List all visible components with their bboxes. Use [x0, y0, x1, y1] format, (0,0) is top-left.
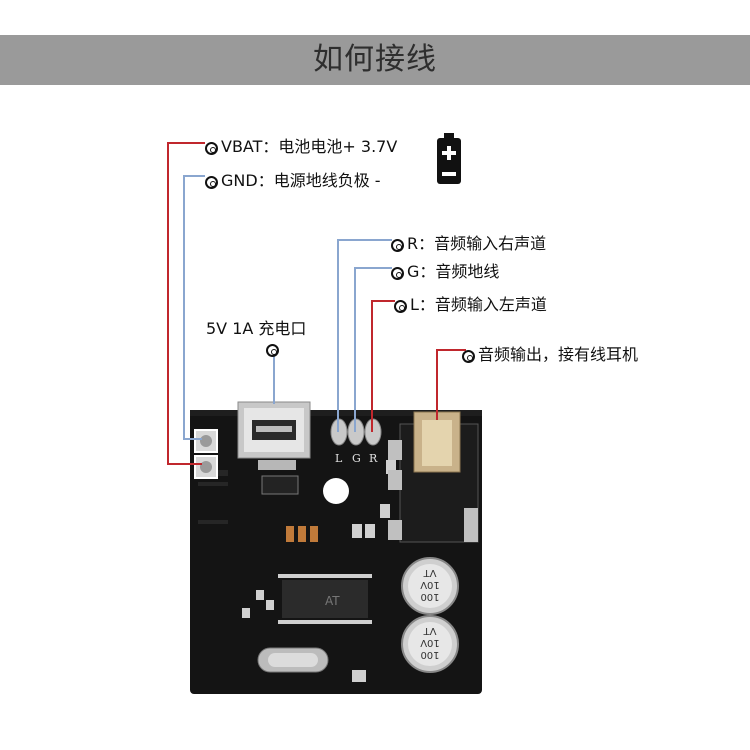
- label-charge-text: 5V 1A 充电口: [206, 319, 307, 338]
- pin-letter-g: G: [352, 452, 361, 465]
- terminal-ring-icon: [394, 300, 407, 313]
- label-charge: 5V 1A 充电口: [206, 315, 306, 339]
- wire-output: [436, 349, 466, 420]
- label-l-text: L：音频输入左声道: [410, 295, 547, 314]
- amplifier-chip: AT: [278, 574, 372, 624]
- pin-letter-r: R: [369, 452, 378, 465]
- pin-letter-l: L: [335, 452, 343, 465]
- battery-icon: [437, 133, 461, 184]
- pcb-board: L G R AT: [190, 401, 482, 694]
- terminal-ring-icon: [391, 267, 404, 280]
- label-gnd-text: GND：电源地线负极 -: [221, 171, 381, 190]
- cap2-line3: VT: [423, 625, 437, 636]
- battery-pads: [194, 429, 218, 479]
- header-banner: 如何接线: [0, 35, 750, 85]
- label-vbat-text: VBAT：电池电池+ 3.7V: [221, 137, 398, 156]
- label-l: L：音频输入左声道: [394, 291, 547, 315]
- label-gnd: GND：电源地线负极 -: [205, 167, 381, 191]
- cap2-line2: 10V: [420, 637, 440, 648]
- wire-gnd: [183, 175, 205, 440]
- terminal-ring-icon: [205, 142, 218, 155]
- label-r-text: R：音频输入右声道: [407, 234, 547, 253]
- wire-r: [337, 239, 392, 432]
- cap1-line1: 100: [420, 591, 439, 602]
- cap1-line3: VT: [423, 567, 437, 578]
- wire-l: [371, 300, 395, 432]
- crystal-oscillator: [257, 647, 329, 673]
- capacitor-1: 100 10V VT: [401, 557, 459, 615]
- label-g: G：音频地线: [391, 258, 499, 282]
- label-g-text: G：音频地线: [407, 262, 500, 281]
- capacitor-2: 100 10V VT: [401, 615, 459, 673]
- chip-marking: AT: [325, 594, 340, 608]
- cap2-line1: 100: [420, 649, 439, 660]
- label-output: 音频输出，接有线耳机: [462, 341, 638, 365]
- page-title: 如何接线: [313, 42, 437, 77]
- micro-usb-port: [237, 401, 311, 470]
- terminal-ring-icon: [462, 350, 475, 363]
- terminal-ring-icon: [266, 344, 279, 357]
- label-r: R：音频输入右声道: [391, 230, 546, 254]
- label-vbat: VBAT：电池电池+ 3.7V: [205, 133, 397, 157]
- terminal-ring-icon: [391, 239, 404, 252]
- terminal-ring-icon: [205, 176, 218, 189]
- wire-g: [354, 267, 392, 432]
- charge-terminal: [266, 339, 282, 358]
- label-output-text: 音频输出，接有线耳机: [478, 345, 639, 364]
- audio-output-jack: [388, 411, 479, 543]
- wire-vbat: [167, 142, 205, 465]
- cap1-line2: 10V: [420, 579, 440, 590]
